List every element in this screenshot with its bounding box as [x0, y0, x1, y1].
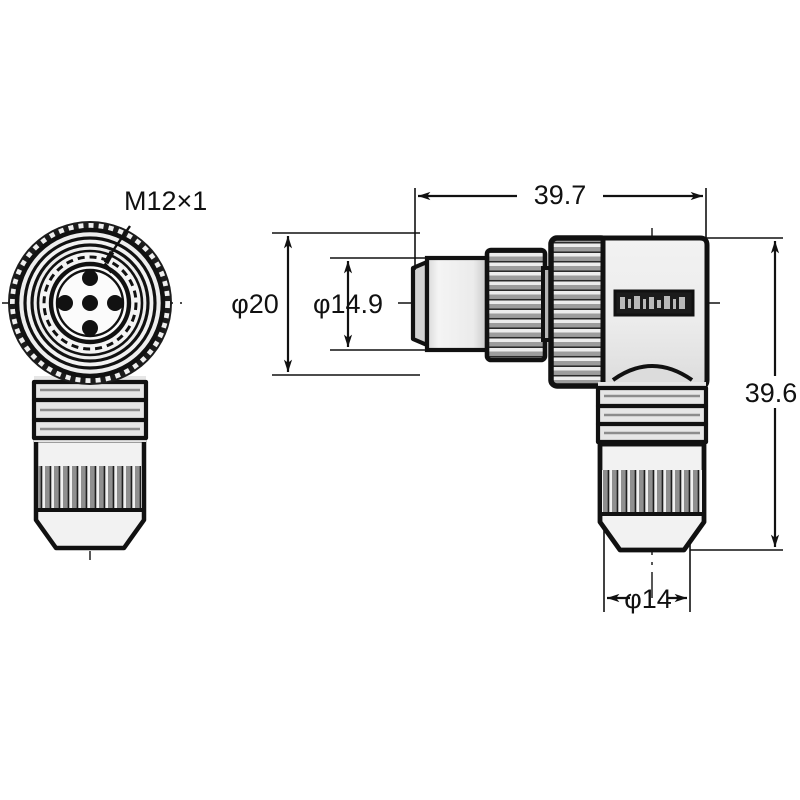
side-view-plug-tip — [410, 259, 430, 348]
dimension-phi20-label: φ20 — [231, 289, 279, 319]
side-view-coupling-nut — [548, 235, 610, 389]
side-view-knurled-ring-small — [484, 247, 548, 363]
front-view-cable-nut — [33, 437, 147, 551]
side-view — [398, 228, 720, 600]
front-view: M12×1 — [2, 186, 207, 560]
side-cable-nut-ribs — [602, 470, 702, 514]
front-view-pins — [57, 270, 123, 336]
pin-right — [107, 295, 123, 311]
label-plate-marking — [620, 296, 685, 309]
dimension-phi14: φ14 — [606, 584, 688, 614]
side-view-plug-barrel — [424, 255, 492, 353]
extension-lines — [272, 188, 783, 612]
thread-note-label: M12×1 — [124, 186, 207, 216]
dimension-annotations: φ20 φ14.9 39.7 39.6 φ14 — [231, 180, 800, 614]
thread-note-leader-arrow — [103, 250, 115, 265]
dimension-39-7-label: 39.7 — [534, 180, 587, 210]
dimension-phi20: φ20 — [231, 235, 293, 373]
front-view-bellows — [31, 376, 149, 442]
elbow-dome-detail — [611, 364, 694, 382]
dimension-39-6: 39.6 — [742, 240, 800, 548]
pin-top — [82, 270, 98, 286]
pin-left — [57, 295, 73, 311]
dimension-39-7: 39.7 — [417, 180, 704, 210]
side-view-bellows — [595, 382, 709, 445]
front-view-keyway — [102, 262, 114, 274]
cable-nut-ribs — [38, 466, 142, 510]
dimension-39-6-label: 39.6 — [745, 378, 798, 408]
thread-note-leader — [111, 225, 131, 253]
pin-center — [82, 295, 98, 311]
dimension-phi14-9-label: φ14.9 — [313, 289, 383, 319]
dimension-phi14-9: φ14.9 — [313, 260, 383, 348]
side-view-cable-nut — [597, 441, 707, 553]
dimension-phi14-label: φ14 — [624, 584, 672, 614]
side-view-elbow-body — [600, 235, 710, 390]
pin-bottom — [82, 320, 98, 336]
